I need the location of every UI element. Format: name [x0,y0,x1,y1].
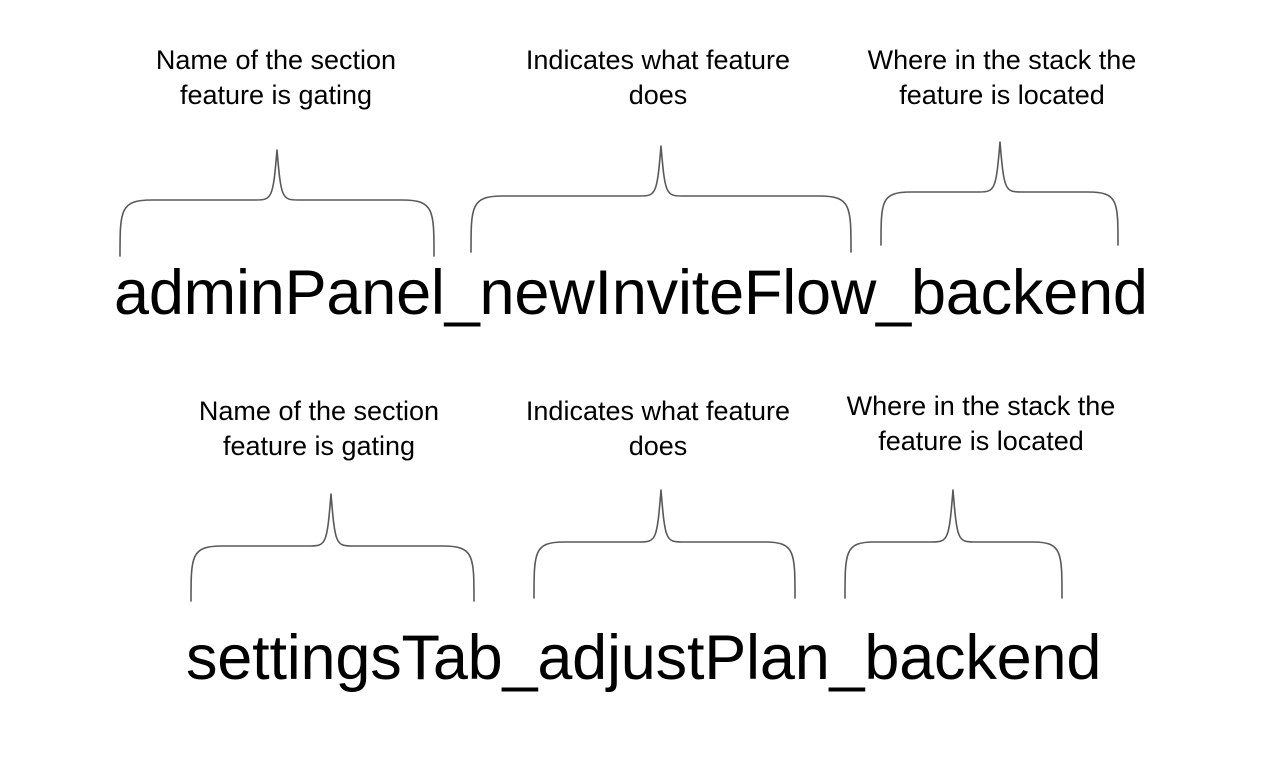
caption-section-bottom: Name of the section feature is gating [198,396,440,462]
brace-behavior-top [470,145,852,253]
brace-layer-top [880,141,1119,246]
brace-layer-bottom [844,489,1063,599]
feature-flag-identifier-top: adminPanel_newInviteFlow_backend [114,258,1148,328]
caption-behavior-bottom: Indicates what feature does [525,396,791,462]
caption-behavior-top: Indicates what feature does [525,45,791,111]
feature-flag-identifier-bottom: settingsTab_adjustPlan_backend [186,623,1102,693]
caption-section-top: Name of the section feature is gating [155,45,397,111]
brace-section-bottom [190,493,475,602]
brace-section-top [119,149,435,257]
caption-layer-bottom: Where in the stack the feature is locate… [846,391,1116,457]
caption-layer-top: Where in the stack the feature is locate… [867,45,1137,111]
brace-behavior-bottom [533,489,796,599]
